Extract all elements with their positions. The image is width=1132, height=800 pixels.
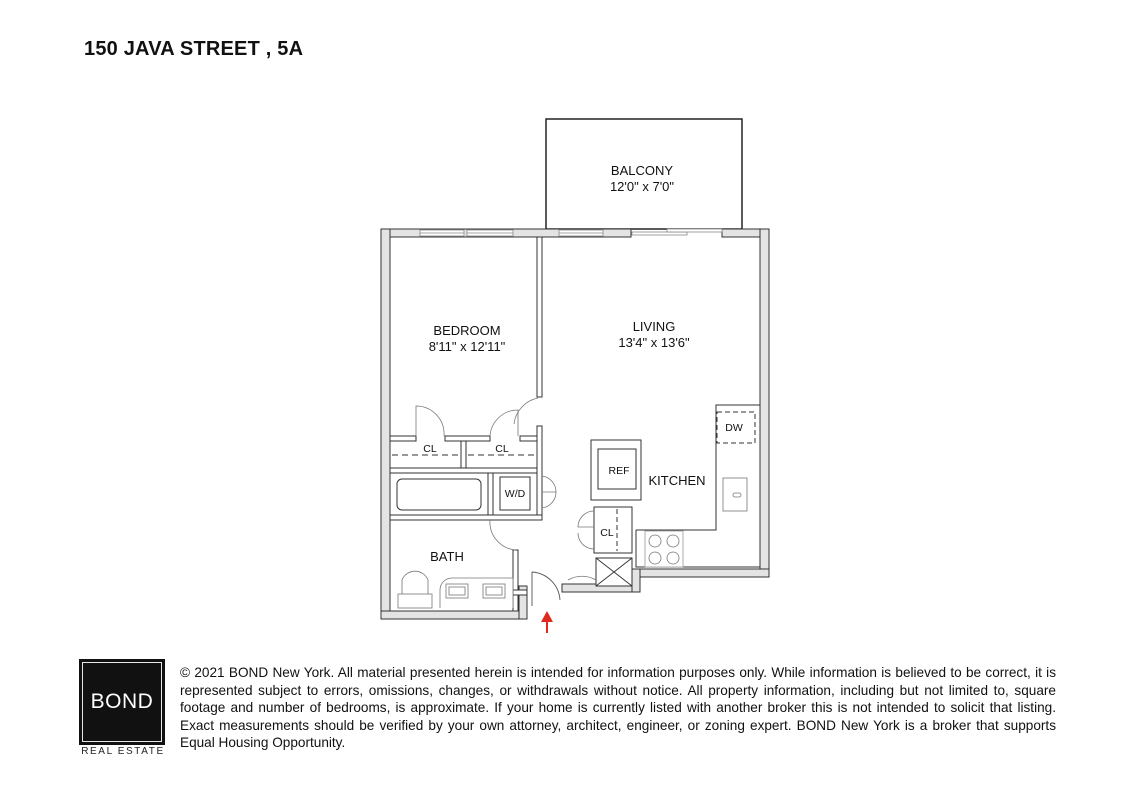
living-dimensions: 13'4" x 13'6" [618,335,690,350]
svg-text:DW: DW [725,422,743,434]
windows [419,229,604,237]
logo-text: BOND [90,690,154,713]
living-label: LIVING [633,319,676,334]
bond-logo: BOND [79,659,165,745]
bedroom-dimensions: 8'11" x 12'11" [429,339,506,354]
kitchen: REF DW [590,404,760,568]
bathtub [396,478,482,511]
entry-arrow-icon [541,611,553,633]
svg-text:W/D: W/D [505,488,526,500]
logo-subtitle: REAL ESTATE [81,746,165,757]
mechanical-shaft [567,557,633,587]
interior-walls [389,236,543,612]
entry-door [531,571,561,606]
disclaimer: © 2021 BOND New York. All material prese… [180,665,1056,751]
entry-closet: CL [577,506,633,554]
floor-plan: CL CL W/D CL [380,118,770,633]
bath-door [489,519,517,551]
closet-hall-label: CL [495,443,509,455]
bath-fixtures [397,570,514,609]
svg-text:CL: CL [600,527,614,539]
svg-text:REF: REF [609,465,630,477]
balcony [545,118,743,230]
page-title: 150 JAVA STREET , 5A [84,38,304,60]
bedroom-label: BEDROOM [433,323,500,338]
balcony-dimensions: 12'0" x 7'0" [610,179,674,194]
washer-dryer: W/D [499,475,557,511]
closet-bedroom-label: CL [423,443,437,455]
balcony-sliding-door [631,228,723,236]
bath-label: BATH [430,549,464,564]
closets: CL CL [392,397,539,456]
kitchen-label: KITCHEN [648,473,705,488]
balcony-label: BALCONY [611,163,673,178]
